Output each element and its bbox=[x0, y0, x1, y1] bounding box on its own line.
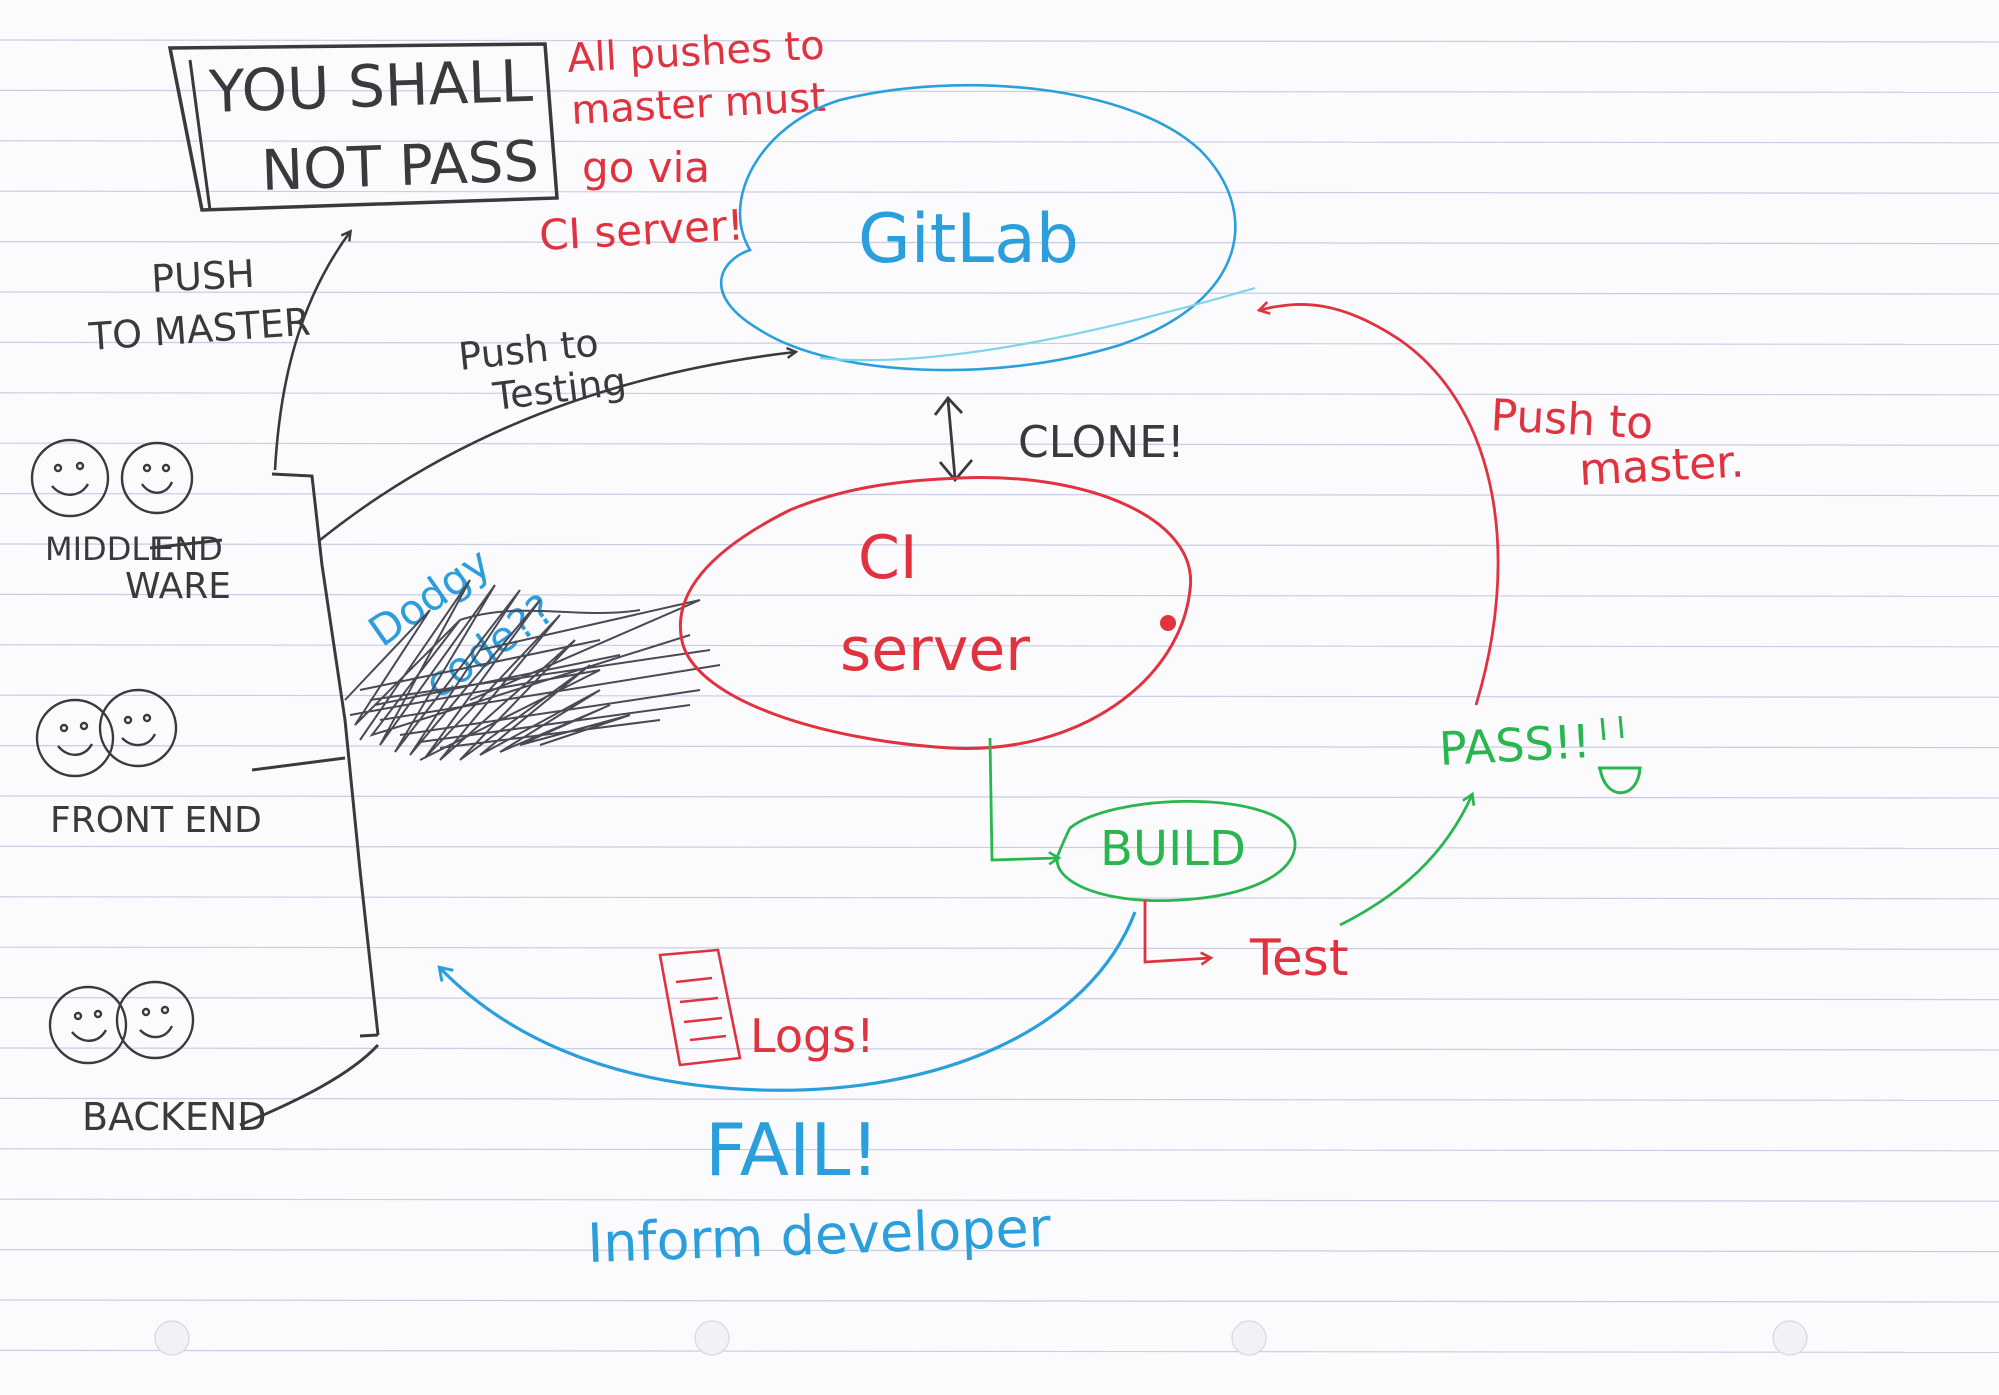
clone-arrow bbox=[933, 395, 974, 483]
gitlab-node: GitLab bbox=[719, 83, 1256, 372]
push-to-master-right: Push to master. bbox=[1260, 304, 1746, 706]
ruled-line bbox=[0, 694, 1999, 698]
smiley-face-icon bbox=[98, 688, 178, 768]
ruled-line bbox=[0, 89, 1999, 94]
fail-arrow bbox=[440, 911, 1137, 1092]
middleware-label-line-1: MIDDLE bbox=[45, 530, 169, 568]
middleware-struck-word: END bbox=[154, 530, 223, 568]
smiley-face-icon bbox=[48, 985, 128, 1065]
ruled-line bbox=[0, 442, 1999, 446]
binder-holes bbox=[154, 1320, 1808, 1356]
fail-feedback: Logs! FAIL! Inform developer bbox=[440, 911, 1137, 1275]
test-label: Test bbox=[1249, 929, 1348, 987]
ruled-line bbox=[0, 1047, 1999, 1051]
ruled-line bbox=[0, 1148, 1999, 1152]
gate-line-1: YOU SHALL bbox=[207, 47, 534, 126]
ci-server-label-line-1: CI bbox=[858, 523, 918, 593]
ruled-line bbox=[0, 1097, 1999, 1102]
backend-label: BACKEND bbox=[82, 1095, 267, 1139]
teams-bracket bbox=[239, 472, 380, 1127]
ruled-line bbox=[0, 190, 1999, 194]
rule-note-line-4: CI server! bbox=[538, 200, 745, 260]
document-icon bbox=[658, 948, 742, 1067]
ruled-line bbox=[0, 593, 1999, 598]
ruled-line bbox=[0, 1248, 1999, 1253]
inform-developer-label: Inform developer bbox=[586, 1196, 1052, 1275]
logs-label: Logs! bbox=[750, 1009, 875, 1063]
ruled-line bbox=[0, 795, 1999, 799]
push-to-master-arrow bbox=[273, 232, 350, 471]
ruled-lines bbox=[0, 39, 1999, 1354]
ruled-line bbox=[0, 845, 1999, 850]
push-to-testing-arrow bbox=[319, 352, 795, 542]
smiley-face-icon bbox=[30, 438, 110, 518]
pass-label: PASS!! bbox=[1438, 714, 1592, 776]
ruled-line bbox=[0, 39, 1999, 43]
push-to-master-arrow bbox=[1260, 304, 1500, 706]
happy-face-icon bbox=[1598, 715, 1642, 795]
ruled-line bbox=[0, 1299, 1999, 1303]
dodgy-code: Dodgy code?? bbox=[344, 538, 721, 761]
ruled-line bbox=[0, 291, 1999, 295]
strike-through bbox=[149, 538, 223, 550]
fail-label: FAIL! bbox=[705, 1108, 879, 1192]
push-to-master-left-line-1: PUSH bbox=[150, 252, 256, 301]
ruled-line bbox=[0, 543, 1999, 547]
ruled-line bbox=[0, 493, 1999, 497]
ci-server-label-line-2: server bbox=[840, 615, 1030, 685]
gitlab-label: GitLab bbox=[858, 200, 1079, 279]
ruled-line bbox=[0, 341, 1999, 345]
build-label: BUILD bbox=[1100, 821, 1246, 877]
push-to-master-left-line-2: TO MASTER bbox=[87, 300, 312, 359]
clone-label: CLONE! bbox=[1018, 417, 1185, 468]
build-to-test-arrow bbox=[1143, 900, 1210, 962]
ruled-line bbox=[0, 140, 1999, 144]
team-backend: BACKEND bbox=[48, 980, 267, 1139]
team-middleware: MIDDLE END WARE bbox=[30, 438, 231, 607]
rule-note-line-3: go via bbox=[582, 143, 710, 192]
push-to-master-left: PUSH TO MASTER bbox=[87, 232, 350, 471]
clone-link: CLONE! bbox=[933, 395, 1185, 483]
smiley-face-icon bbox=[35, 698, 115, 778]
ruled-line bbox=[0, 241, 1999, 245]
ruled-line bbox=[0, 1198, 1999, 1202]
frontend-label: FRONT END bbox=[50, 800, 262, 841]
push-to-testing: Push to Testing bbox=[319, 321, 795, 542]
ci-to-build-arrow bbox=[988, 737, 1058, 860]
ruled-line bbox=[0, 946, 1999, 950]
build-node: BUILD bbox=[1055, 799, 1297, 903]
ruled-line bbox=[0, 392, 1999, 396]
ci-server-node: CI server bbox=[678, 475, 1193, 750]
test-to-pass-arrow bbox=[1339, 795, 1472, 927]
gate-box: YOU SHALL NOT PASS bbox=[167, 42, 559, 212]
ruled-line bbox=[0, 1349, 1999, 1354]
ruled-line bbox=[0, 996, 1999, 1001]
gate-line-2: NOT PASS bbox=[260, 129, 540, 204]
push-to-master-right-line-2: master. bbox=[1578, 436, 1746, 496]
ruled-line bbox=[0, 896, 1999, 900]
smiley-face-icon bbox=[120, 441, 194, 515]
team-frontend: FRONT END bbox=[35, 688, 262, 841]
middleware-label-line-2: WARE bbox=[125, 566, 231, 607]
rule-note-line-1: All pushes to bbox=[566, 23, 826, 82]
push-to-master-right-line-1: Push to bbox=[1489, 390, 1654, 449]
scribble bbox=[344, 579, 721, 761]
smiley-face-icon bbox=[115, 980, 195, 1060]
